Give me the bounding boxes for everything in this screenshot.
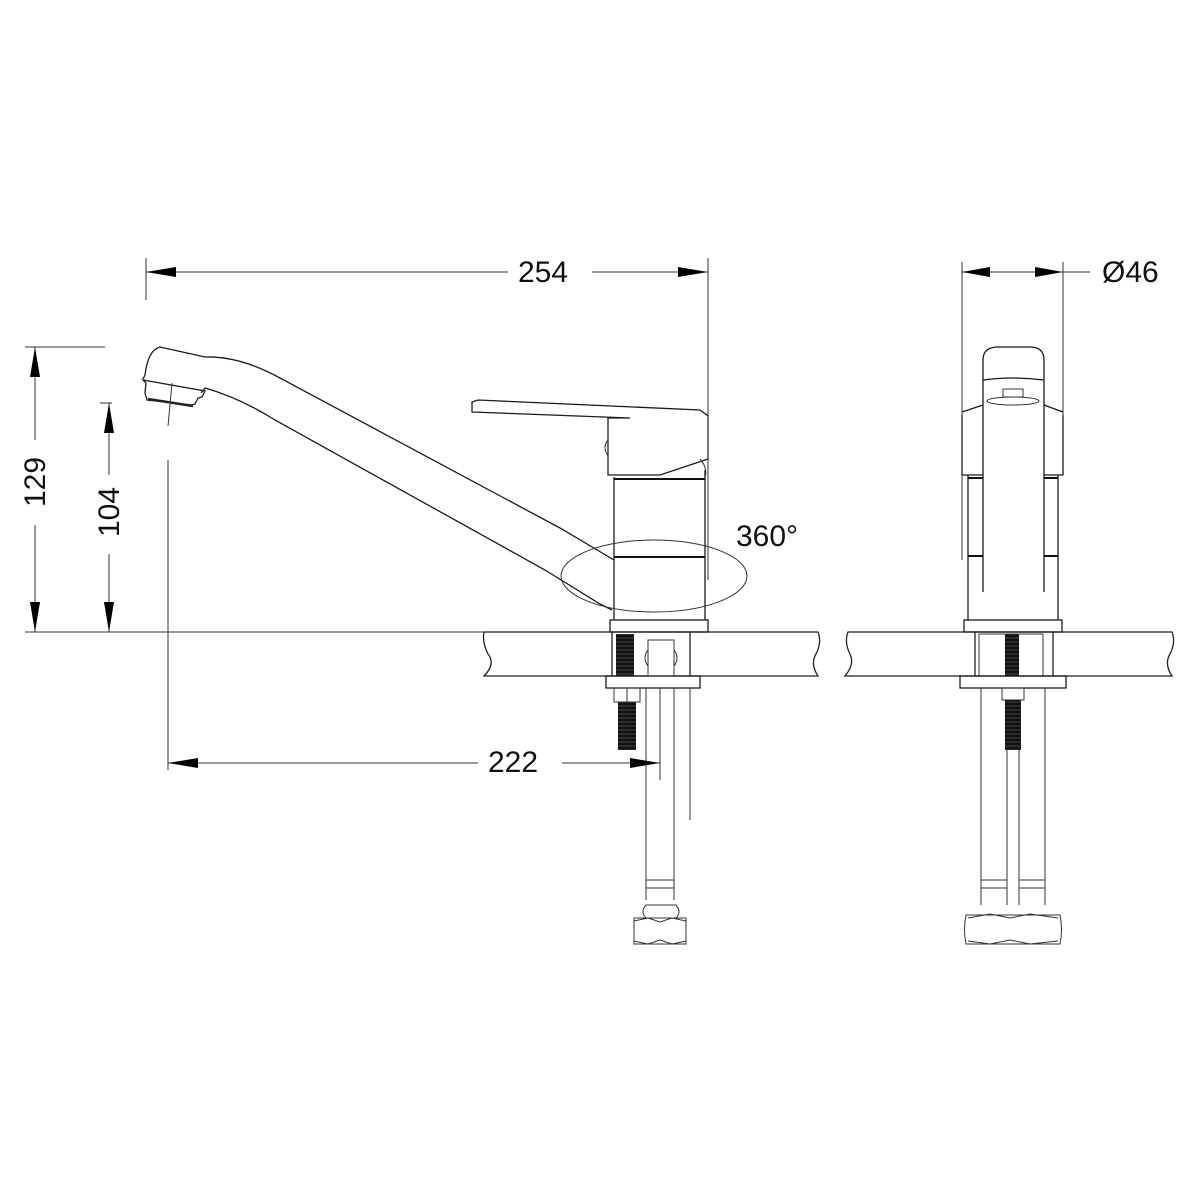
mounting-hardware [605, 634, 701, 945]
side-view [141, 258, 821, 945]
lever-handle [471, 399, 709, 479]
dimension-outlet-height: 104 [93, 486, 126, 537]
dimension-lines [25, 258, 1090, 768]
dimension-swivel-angle: 360° [736, 520, 799, 553]
swivel-indicator [560, 539, 748, 613]
countertop-section [482, 631, 821, 677]
front-view [843, 346, 1175, 945]
dimension-spout-reach: 222 [488, 746, 539, 779]
spout [141, 346, 615, 611]
faucet-body [613, 470, 706, 620]
dimension-overall-height: 129 [19, 456, 52, 507]
base-flange [609, 619, 709, 633]
dimension-body-diameter: Ø46 [1102, 256, 1159, 289]
dimension-overall-reach: 254 [518, 256, 569, 289]
